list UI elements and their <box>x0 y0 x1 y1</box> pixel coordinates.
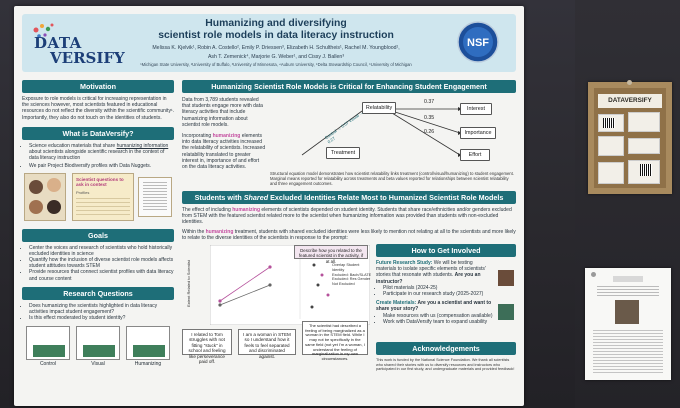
profile-card-sub: Profiles <box>76 189 90 195</box>
future-item: Pilot materials (2024-25) <box>383 285 493 291</box>
pin-icon <box>627 80 632 85</box>
logo-dots-icon <box>33 23 54 38</box>
what-list: Science education materials that share h… <box>29 143 174 170</box>
future-study: Future Research Study: We will be testin… <box>376 260 486 285</box>
rq-item: Is this effect moderated by student iden… <box>29 315 174 321</box>
control-label: Control <box>39 361 57 368</box>
critical-banner: Humanizing Scientist Role Models is Crit… <box>182 80 516 93</box>
humanizing-label: Humanizing <box>134 361 162 368</box>
quote-3: The scientist had described a feeling of… <box>302 321 368 361</box>
poster-header: DATA VERSIFY Humanizing and diversifying… <box>22 14 516 72</box>
shared-figure: Extent Related to Scientist Describe how… <box>182 245 516 364</box>
rq-item: Does humanizing the scientists highlight… <box>29 303 174 315</box>
node-interest: Interest <box>460 103 492 115</box>
cork-card <box>628 112 660 132</box>
goal-item: Quantify how the inclusion of diverse sc… <box>29 257 174 269</box>
create-materials: Create Materials: Are you a scientist an… <box>376 300 492 313</box>
shared-p2: Within the humanizing treatment, student… <box>182 228 516 241</box>
sem-diagram <box>301 107 462 157</box>
rq-list: Does humanizing the scientists highlight… <box>29 303 174 322</box>
small-poster-profile <box>585 268 671 380</box>
svg-text:NSF: NSF <box>467 37 489 49</box>
coef-importance: 0.35 <box>424 115 435 121</box>
cork-card <box>598 162 624 184</box>
logo-text-line2: VERSIFY <box>50 49 125 67</box>
profile-card-title: Scientist questions to ask in context <box>76 176 124 187</box>
qr-code-icon <box>640 164 652 176</box>
humanizing-thumb <box>126 326 170 361</box>
dataversify-logo: DATA VERSIFY <box>28 20 125 67</box>
small-poster-title: DATAVERSIFY <box>598 94 662 108</box>
ack-text: This work is funded by the National Scie… <box>376 358 515 372</box>
what-item-2: We pair Project Biodiversify profiles wi… <box>29 163 174 169</box>
node-treatment: Treatment <box>326 147 360 159</box>
shared-p1: The effect of including humanizing eleme… <box>182 207 512 226</box>
quote-2: I am a woman in STEM so I understand how… <box>238 329 296 359</box>
goals-banner: Goals <box>22 228 174 242</box>
visual-thumb <box>76 326 120 361</box>
rq-banner: Research Questions <box>22 286 174 300</box>
create-item: Make resources with us (compensation ava… <box>383 313 497 319</box>
logo-text-line1: DATA <box>34 34 82 52</box>
title-block: Humanizing and diversifying scientist ro… <box>126 18 426 67</box>
pin-icon <box>591 272 596 277</box>
affiliations: ¹Michigan State University, ²University … <box>140 61 412 67</box>
profile-photo <box>615 300 639 324</box>
create-item: Work with DataVersify team to expand usa… <box>383 319 497 325</box>
small-poster-dataversify: DATAVERSIFY <box>588 80 672 194</box>
main-poster: DATA VERSIFY Humanizing and diversifying… <box>14 6 524 406</box>
ack-section: Acknowledgements This work is funded by … <box>376 342 516 372</box>
critical-section: Data from 3,789 students revealed that s… <box>182 97 516 189</box>
goal-item: Center the voices and research of scient… <box>29 245 174 257</box>
profile-card: Scientist questions to ask in context Pr… <box>72 172 134 221</box>
quote-1: I related to Tom struggles with not fitt… <box>182 329 232 364</box>
what-banner: What is DataVersify? <box>22 126 174 140</box>
get-involved-banner: How to Get Involved <box>376 244 516 257</box>
what-figure: Scientist questions to ask in context Pr… <box>22 172 174 223</box>
what-item-1: Science education materials that share h… <box>29 143 174 162</box>
node-importance: Importance <box>460 127 496 139</box>
control-thumb <box>26 326 70 361</box>
visual-label: Visual <box>91 361 105 368</box>
coef-effort: 0.26 <box>424 129 435 135</box>
scientist-photos <box>24 172 66 221</box>
authors-line1: Melissa K. Kjelvik¹, Robin A. Costello²,… <box>152 45 400 51</box>
left-column: Motivation Exposure to role models is cr… <box>22 80 174 368</box>
poster-title-line2: scientist role models in data literacy i… <box>158 30 394 41</box>
motivation-banner: Motivation <box>22 80 174 93</box>
node-effort: Effort <box>460 149 490 161</box>
create-list: Make resources with us (compensation ava… <box>383 313 497 325</box>
photo-2 <box>498 304 514 320</box>
ack-banner: Acknowledgements <box>376 342 516 355</box>
get-involved-section: How to Get Involved Future Research Stud… <box>376 244 516 325</box>
data-nugget-thumb <box>138 176 172 217</box>
cork-card <box>628 138 660 154</box>
goal-item: Provide resources that connect scientist… <box>29 269 174 281</box>
goals-list: Center the voices and research of scient… <box>29 245 174 282</box>
main-column: Humanizing Scientist Role Models is Crit… <box>182 80 516 364</box>
motivation-text: Exposure to role models is critical for … <box>22 96 175 121</box>
qr-code-icon <box>603 118 615 128</box>
critical-foot: Structural equation model demonstrates h… <box>270 171 514 186</box>
node-relatability: Relatability <box>362 102 396 114</box>
critical-p2: Incorporating humanizing elements into d… <box>182 133 266 171</box>
future-list: Pilot materials (2024-25) Participate in… <box>383 285 493 297</box>
photo-1 <box>498 270 514 286</box>
shared-banner: Students with Shared Excluded Identities… <box>182 191 516 204</box>
future-item: Participate in our research study (2025-… <box>383 291 493 297</box>
rq-figure: Control Visual Humanizing <box>22 324 174 368</box>
coef-interest: 0.37 <box>424 99 435 105</box>
cork-card <box>598 136 624 156</box>
authors-line2: Ash T. Zemenick⁴, Marjorie G. Weber¹, an… <box>207 54 345 61</box>
critical-p1: Data from 3,789 students revealed that s… <box>182 97 263 128</box>
poster-title-line1: Humanizing and diversifying <box>205 18 347 29</box>
nsf-logo-icon: NSF <box>457 21 499 63</box>
prompt-box: Describe how you related to the featured… <box>294 245 368 264</box>
